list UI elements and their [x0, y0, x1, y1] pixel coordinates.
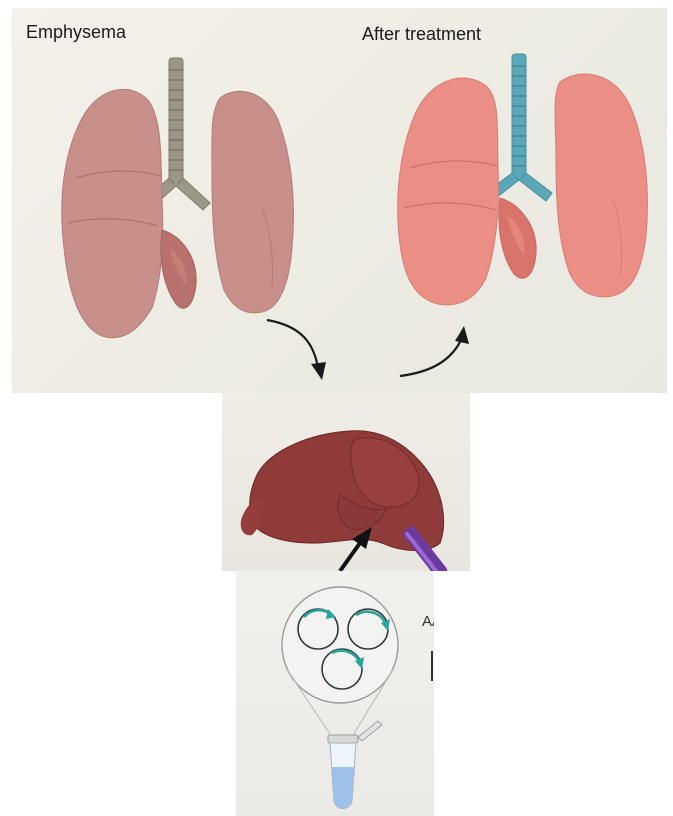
curved-arrow-icon — [400, 338, 462, 376]
lung-left-after — [398, 78, 499, 305]
lungs-diseased-icon — [62, 58, 326, 380]
aat-label: AAT — [422, 613, 434, 630]
lungs-panel: Emphysema After treatment — [12, 8, 667, 393]
after-treatment-label: After treatment — [362, 24, 481, 45]
lungs-illustration — [12, 8, 667, 393]
curved-arrow-icon — [267, 320, 318, 368]
lung-right-before — [212, 91, 294, 313]
curved-arrow-icon — [340, 543, 360, 571]
plasmid-panel: AAT — [236, 571, 434, 816]
liver-illustration — [222, 393, 470, 571]
lung-left-before — [62, 89, 163, 337]
liver-panel — [222, 393, 470, 571]
lungs-healthy-icon — [398, 54, 648, 376]
tube-icon — [328, 721, 382, 809]
plasmid-illustration — [236, 571, 434, 816]
lung-right-after — [555, 74, 647, 297]
emphysema-label: Emphysema — [26, 22, 126, 43]
